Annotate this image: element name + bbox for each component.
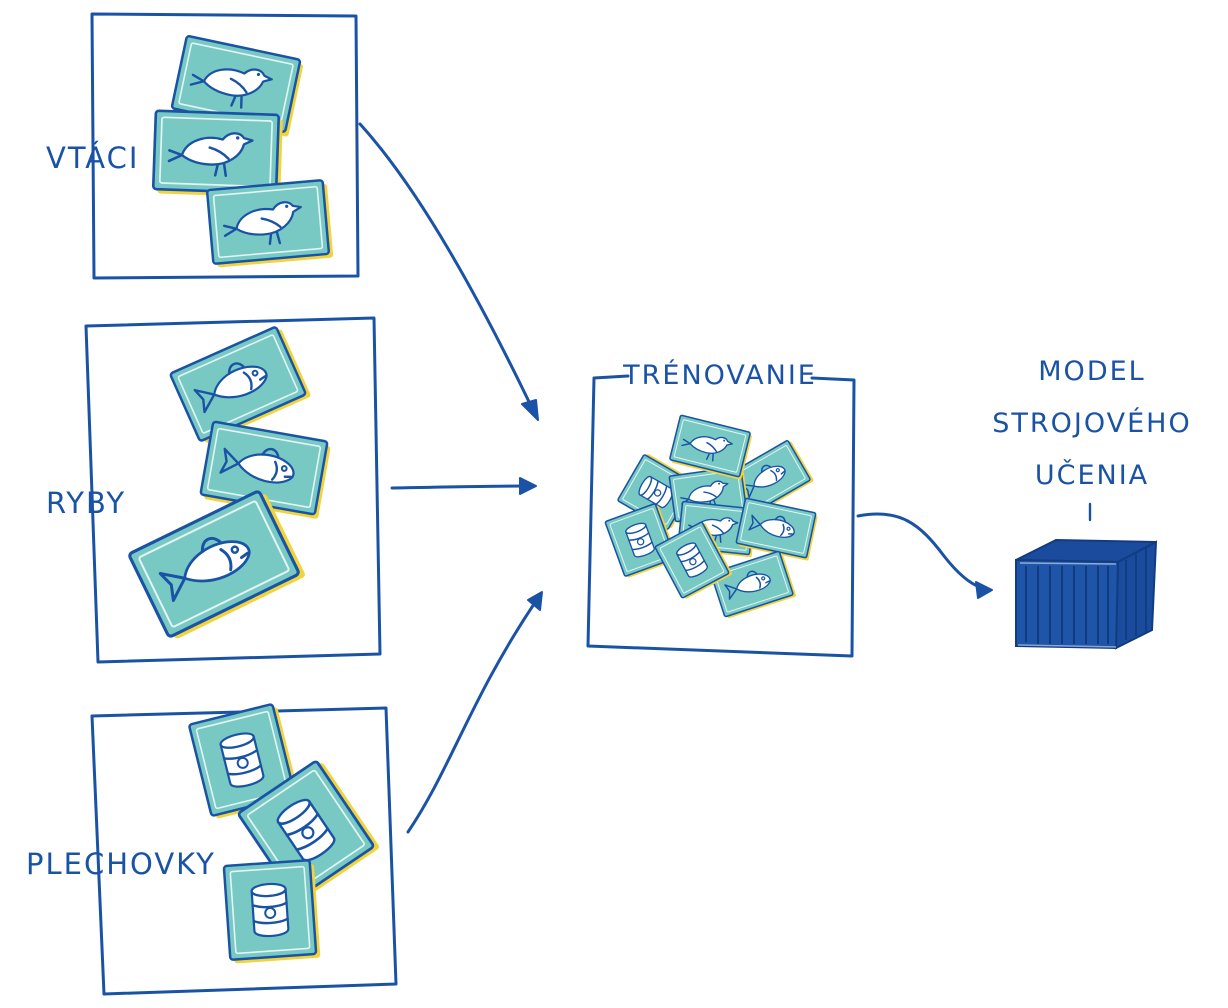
arrowhead-birds xyxy=(521,399,539,421)
training-frame xyxy=(586,374,856,658)
arrow-cans-to-training xyxy=(406,602,536,834)
model-label-line-1: MODEL xyxy=(1038,356,1145,387)
arrowhead-cans xyxy=(527,591,543,611)
arrow-birds-to-training xyxy=(358,122,534,410)
cans-frame xyxy=(90,706,398,996)
cans-panel xyxy=(90,703,398,996)
model-label-line-3: UČENIA xyxy=(1035,459,1149,491)
bird-icon xyxy=(207,180,333,268)
category-label-fish: RYBY xyxy=(46,486,126,520)
model-block: MODEL STROJOVÉHO UČENIA xyxy=(992,356,1191,650)
category-label-birds: VTÁCI xyxy=(46,141,139,175)
birds-frame xyxy=(90,12,360,280)
fish-frame xyxy=(84,316,382,664)
bird-icon xyxy=(669,415,753,480)
can-icon xyxy=(224,860,321,964)
category-label-cans: PLECHOVKY xyxy=(26,847,216,881)
arrow-fish-to-training xyxy=(390,484,528,490)
cube-icon xyxy=(1015,538,1158,650)
arrow-training-to-model xyxy=(856,512,984,590)
training-cards-pile xyxy=(605,415,818,619)
training-label: TRÉNOVANIE xyxy=(622,359,817,391)
model-label-line-2: STROJOVÉHO xyxy=(992,407,1191,439)
bird-card xyxy=(207,180,333,268)
fish-panel xyxy=(84,316,382,664)
arrowhead-fish xyxy=(519,477,537,495)
birds-panel xyxy=(90,12,360,280)
can-card xyxy=(224,860,321,964)
training-panel: TRÉNOVANIE xyxy=(586,359,856,658)
arrowhead-model xyxy=(975,581,993,599)
